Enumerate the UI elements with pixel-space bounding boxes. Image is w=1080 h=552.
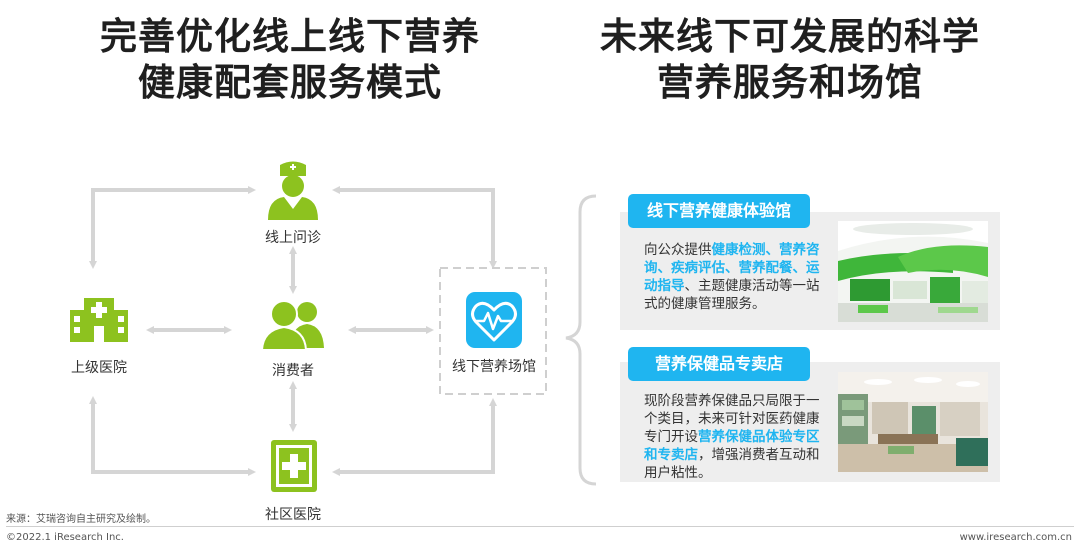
doctor-icon [268,162,318,221]
experience-hall-photo [838,221,988,322]
node-label-online: 线上问诊 [265,227,321,247]
hospital-building-icon [70,298,128,342]
card-1-tag: 线下营养健康体验馆 [628,194,810,228]
card-2-text: 现阶段营养保健品只局限于一个类目，未来可针对医药健康专门开设营养保健品体验专区和… [644,392,822,482]
supplement-store-photo-image [838,372,988,472]
copyright: ©2022.1 iResearch Inc. [6,532,124,543]
experience-hall-photo-image [838,221,988,322]
node-label-hospital-top: 上级医院 [71,357,127,377]
footer-divider [6,526,1074,527]
node-label-consumer: 消费者 [272,360,314,380]
website-link[interactable]: www.iresearch.com.cn [960,532,1072,543]
grouping-bracket [566,196,596,484]
card-1-text: 向公众提供健康检测、营养咨询、疾病评估、营养配餐、运动指导、主题健康活动等一站式… [644,241,822,313]
source-note: 来源：艾瑞咨询自主研究及绘制。 [6,510,156,525]
consumer-people-icon [262,301,324,350]
node-label-community: 社区医院 [265,504,321,524]
supplement-store-photo [838,372,988,472]
medical-kit-icon [271,440,317,492]
card-1-text-part-1: 向公众提供 [644,242,712,258]
heart-monitor-icon [466,292,522,348]
card-2-tag: 营养保健品专卖店 [628,347,810,381]
node-label-venue: 线下营养场馆 [452,356,536,376]
